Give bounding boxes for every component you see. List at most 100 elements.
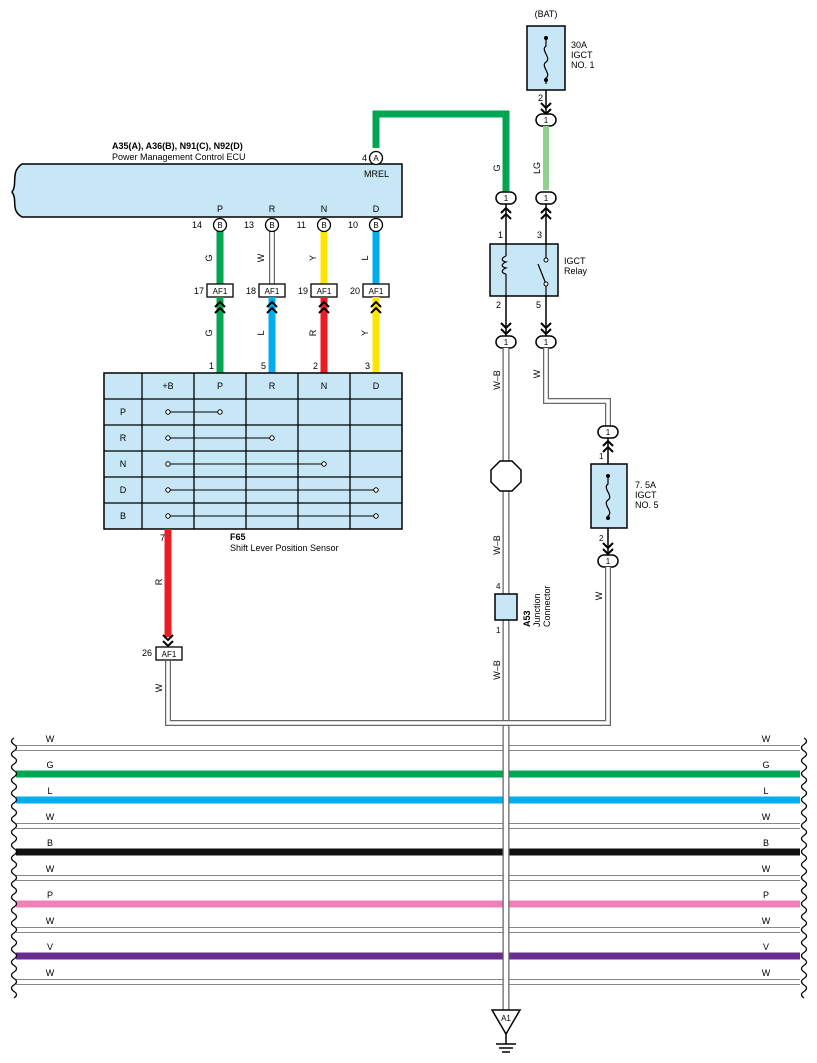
wire-label-lg: LG [532, 162, 542, 174]
ecu-mrel-pin: 4 [362, 153, 367, 163]
ecu-mrel-label: MREL [364, 169, 389, 179]
sensor-pin-num: 2 [313, 361, 318, 371]
sensor-id: F65 [230, 532, 246, 542]
sensor-row-label: D [120, 485, 127, 495]
wire-w-loop [165, 567, 611, 726]
af1-num: 18 [246, 286, 256, 296]
sensor-header: N [321, 381, 328, 391]
wire-label-wb-upper: W–B [492, 370, 502, 390]
ground-label: A1 [501, 1014, 511, 1023]
ecu-codes: A35(A), A36(B), N91(C), N92(D) [112, 141, 243, 151]
relay-pin-sw-in: 3 [537, 230, 542, 240]
ecu-pin-conn-letter: B [373, 221, 378, 230]
bus-label-right: W [762, 864, 771, 874]
fuse-30a-amp: 30A [571, 40, 587, 50]
bus-label-right: W [762, 734, 771, 744]
fuse-75a-name1: IGCT [635, 490, 657, 500]
fuse-30a-pin-out: 2 [538, 93, 543, 103]
fuse-75a-amp: 7. 5A [635, 480, 656, 490]
sensor-row-label: P [120, 407, 126, 417]
fuse-75a-icon [605, 474, 611, 520]
relay-pin-coil-out: 2 [496, 300, 501, 310]
wire-label-sensor: R [308, 329, 318, 336]
ecu-pin-label-n: N [321, 204, 328, 214]
af1-name: AF1 [265, 287, 280, 296]
af1-num: 19 [298, 286, 308, 296]
relay-switch-icon [537, 244, 549, 296]
svg-text:1: 1 [606, 428, 611, 437]
ecu-pin-label-r: R [269, 204, 276, 214]
fuse-75a-pin-in: 1 [599, 452, 604, 461]
sensor-row-label: N [120, 459, 127, 469]
sensor-header: D [373, 381, 380, 391]
ecu-pin-connector [368, 217, 384, 233]
wire-g-mrel [372, 110, 510, 192]
bus-label-right: V [763, 942, 769, 952]
af1-num: 17 [194, 286, 204, 296]
ecu-pin-conn-letter: B [217, 221, 222, 230]
sensor-row-label: B [120, 511, 126, 521]
af1-name: AF1 [213, 287, 228, 296]
svg-text:1: 1 [606, 557, 611, 566]
svg-text:1: 1 [544, 338, 549, 347]
svg-text:1: 1 [504, 194, 509, 203]
ecu-pin-label-d: D [373, 204, 380, 214]
sensor-name: Shift Lever Position Sensor [230, 543, 339, 553]
bus-label-right: W [762, 916, 771, 926]
bus-label-right: B [763, 838, 769, 848]
fuse-30a-icon [543, 36, 549, 84]
sensor-b-pin: 7 [160, 533, 165, 543]
bus-label-left: P [47, 890, 53, 900]
ecu-pin-connector [212, 217, 228, 233]
bus-break-mark [10, 737, 18, 999]
wire-label-ecu: L [360, 255, 370, 260]
bus-label-right: W [762, 968, 771, 978]
wire-label-ecu: G [204, 254, 214, 261]
wire-label-ecu: Y [308, 255, 318, 261]
ecu-box [11, 163, 403, 218]
ecu-pin-num: 14 [192, 220, 202, 230]
wire-label-af1-26-out: W [154, 683, 164, 692]
wire-label-g-mrel: G [492, 164, 502, 171]
junction-pin-bottom: 1 [496, 626, 501, 635]
bus-label-left: W [46, 968, 55, 978]
fuse-30a-name2: NO. 1 [571, 60, 595, 70]
sensor-header: +B [162, 381, 173, 391]
ecu-pin-num: 11 [297, 220, 306, 230]
bus-label-right: P [763, 890, 769, 900]
wire-label-ecu: W [256, 253, 266, 262]
wire-label-sensor-b: R [154, 578, 164, 585]
ecu-name: Power Management Control ECU [112, 152, 246, 162]
bus-label-left: L [47, 786, 52, 796]
relay-name2: Relay [564, 266, 588, 276]
wire-label-w-relay: W [532, 369, 542, 378]
wire-label-wb-mid: W–B [492, 535, 502, 555]
ground-icon [490, 1009, 522, 1053]
bus-label-left: W [46, 864, 55, 874]
ecu-pin-connector [316, 217, 332, 233]
fuse-75a-pin-out: 2 [599, 534, 604, 543]
ecu-pin-connector [264, 217, 280, 233]
af1-26-num: 26 [142, 648, 152, 658]
relay-pin-sw-out: 5 [536, 300, 541, 310]
ecu-pin-conn-letter: B [321, 221, 326, 230]
bus-label-left: V [47, 942, 53, 952]
wire-label-sensor: L [256, 330, 266, 335]
svg-text:1: 1 [544, 116, 549, 125]
bus-break-mark [800, 737, 808, 999]
ecu-pin-conn-letter: B [269, 221, 274, 230]
relay-pin-coil-in: 1 [498, 230, 503, 240]
ecu-pin-num: 10 [348, 220, 358, 230]
fuse-30a-name1: IGCT [571, 50, 593, 60]
svg-text:1: 1 [544, 194, 549, 203]
junction-name1: Junction [532, 593, 542, 627]
sensor-pin-num: 1 [209, 361, 214, 371]
svg-text:AF1: AF1 [162, 650, 177, 659]
af1-name: AF1 [317, 287, 332, 296]
ecu-pin-num: 13 [244, 220, 254, 230]
wire-label-w-fuse: W [594, 591, 604, 600]
svg-text:1: 1 [504, 338, 509, 347]
wire-w-relay-fuse [543, 348, 611, 426]
bus-label-left: G [46, 760, 53, 770]
